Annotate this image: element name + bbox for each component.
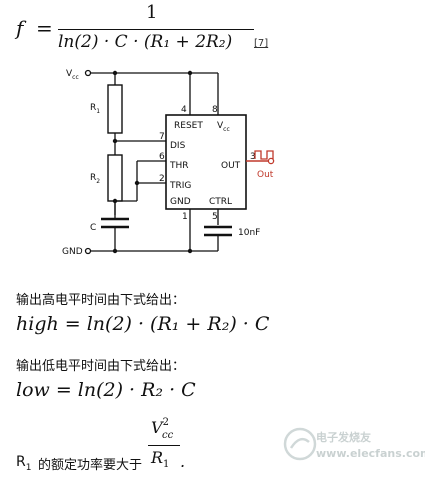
formula-frequency: f = 1 ln(2) · C · (R₁ + 2R₂) [7]: [16, 2, 296, 54]
formula-f-numerator: 1: [146, 2, 158, 23]
watermark-text: 电子发烧友 www.elecfans.com: [316, 431, 425, 460]
power-denominator: R1: [151, 448, 170, 471]
cap-ctrl-label: 10nF: [238, 228, 260, 238]
pin-num-6: 6: [159, 152, 165, 162]
power-numerator-sub: cc: [162, 430, 174, 441]
pin-num-1: 1: [182, 212, 188, 222]
vcc-terminal: [84, 69, 92, 77]
circuit-diagram: Vcc R1 R2 C GND 4 8 RESET Vcc 7 6 2 DIS …: [62, 69, 275, 257]
pin-trig-label: TRIG: [169, 181, 191, 191]
pin-out-label: OUT: [221, 161, 241, 171]
pin-num-4: 4: [181, 105, 187, 115]
ic-555-body: [165, 114, 247, 210]
pin-num-5: 5: [212, 212, 218, 222]
formula-high: high = ln(2) · (R₁ + R₂) · C: [16, 313, 270, 335]
vcc-label: Vcc: [66, 69, 79, 81]
gnd-terminal: [84, 247, 92, 255]
pin-num-7: 7: [159, 132, 165, 142]
high-intro-text: 输出高电平时间由下式给出：: [16, 293, 186, 308]
pin-num-3: 3: [250, 152, 256, 162]
r1-label: R1: [90, 103, 100, 115]
power-note-r: R1: [16, 454, 32, 473]
fraction-bar: [58, 29, 254, 30]
pin-num-8: 8: [212, 105, 218, 115]
pin-num-2: 2: [159, 174, 165, 184]
resistor-r2: [107, 154, 123, 202]
gnd-label: GND: [62, 247, 83, 257]
pin-reset-label: RESET: [174, 121, 203, 131]
watermark-logo: 电子发烧友 www.elecfans.com: [282, 424, 425, 474]
resistor-r1: [107, 84, 123, 134]
pin-gnd-label: GND: [170, 197, 191, 207]
pin-thr-label: THR: [169, 161, 189, 171]
formula-low: low = ln(2) · R₂ · C: [16, 379, 196, 401]
power-fraction: V2 cc R1 .: [146, 416, 190, 474]
formula-f-lhs: f: [16, 16, 24, 40]
pin-vcc-label: Vcc: [217, 121, 230, 133]
power-period: .: [180, 452, 186, 471]
pin-dis-label: DIS: [170, 141, 186, 151]
watermark-icon: [283, 427, 317, 461]
formula-f-ref[interactable]: [7]: [254, 38, 269, 49]
power-numerator: V2: [151, 416, 169, 437]
formula-f-eq: =: [36, 16, 53, 40]
r2-label: R2: [90, 173, 100, 185]
c-label: C: [90, 223, 96, 233]
power-note-text: 的额定功率要大于: [38, 458, 143, 473]
out-label: Out: [257, 170, 274, 180]
pin-ctrl-label: CTRL: [209, 197, 232, 207]
power-note: R1 的额定功率要大于 V2 cc R1 .: [16, 416, 216, 476]
formula-f-denominator: ln(2) · C · (R₁ + 2R₂): [58, 32, 233, 52]
low-intro-text: 输出低电平时间由下式给出：: [16, 359, 186, 374]
out-terminal: [267, 157, 275, 165]
square-wave-icon: [254, 150, 274, 160]
power-fraction-bar: [148, 445, 180, 446]
